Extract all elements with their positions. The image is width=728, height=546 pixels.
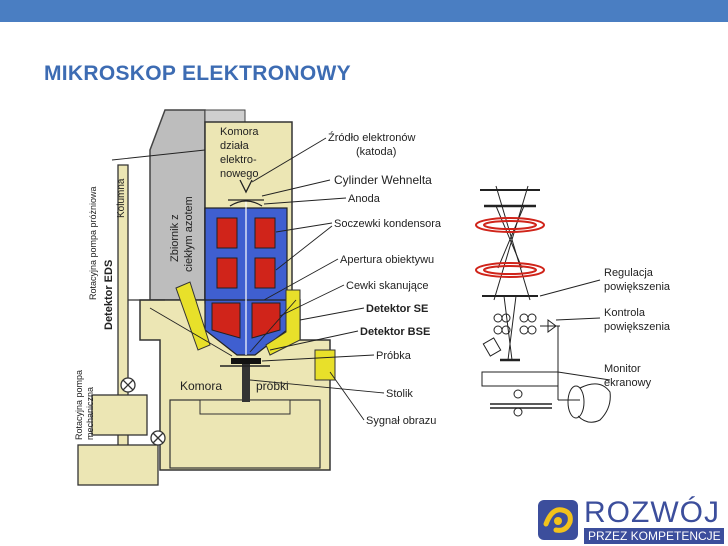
label-komora-dziala-2: działa: [220, 140, 250, 152]
top-accent-bar: [0, 0, 728, 22]
label-detektor-se: Detektor SE: [366, 303, 428, 315]
label-komora-dziala-3: elektro-: [220, 154, 257, 166]
label-kolumna: Kolumna: [116, 178, 127, 218]
label-komora-dziala-4: nowego: [220, 168, 259, 180]
sample-stage: [220, 358, 270, 402]
label-komora-probki-2: próbki: [256, 379, 289, 393]
label-stolik: Stolik: [386, 388, 413, 400]
lens-ellipses: [475, 217, 545, 278]
label-apertura: Apertura obiektywu: [340, 254, 434, 266]
left-frame: [77, 164, 166, 486]
label-detektor-eds: Detektor EDS: [103, 260, 115, 330]
label-sygnal: Sygnał obrazu: [366, 415, 436, 427]
label-komora-dziala-1: Komora: [220, 126, 259, 138]
leader-lines: [111, 137, 385, 421]
label-zrodlo-1: Źródło elektronów: [328, 131, 415, 144]
label-probka: Próbka: [376, 350, 412, 362]
slide-title: MIKROSKOP ELEKTRONOWY: [44, 62, 351, 85]
logo-word: ROZWÓJ: [584, 496, 720, 529]
label-regulacja-1: Regulacja: [604, 267, 654, 279]
logo-emblem-icon: [538, 500, 578, 540]
label-komora-probki-1: Komora: [180, 379, 222, 393]
label-cylinder: Cylinder Wehnelta: [334, 173, 432, 187]
label-monitor-2: ekranowy: [604, 377, 652, 389]
label-pompa-mech-2: mechaniczna: [85, 387, 95, 440]
label-zrodlo-2: (katoda): [356, 146, 396, 158]
rozwoj-logo: ROZWÓJ PRZEZ KOMPETENCJE: [536, 494, 726, 546]
label-kontrola-2: powiększenia: [604, 321, 671, 333]
logo-subtitle: PRZEZ KOMPETENCJE: [584, 528, 724, 544]
schematic: [480, 185, 611, 423]
label-monitor-1: Monitor: [604, 363, 641, 375]
electron-gun: [228, 179, 264, 207]
label-pompa-mech-1: Rotacyjna pompa: [74, 370, 84, 440]
label-cewki: Cewki skanujące: [346, 280, 429, 292]
label-soczewki: Soczewki kondensora: [334, 218, 442, 230]
label-regulacja-2: powiększenia: [604, 281, 671, 293]
label-anoda: Anoda: [348, 193, 381, 205]
label-zbiornik-1: Zbiornik z: [169, 214, 181, 262]
label-pompa-prozniowa: Rotacyjna pompa próżniowa: [88, 186, 98, 300]
electron-column: [204, 200, 288, 356]
label-kontrola-1: Kontrola: [604, 307, 646, 319]
label-detektor-bse: Detektor BSE: [360, 326, 430, 338]
label-zbiornik-2: ciekłym azotem: [183, 196, 195, 272]
